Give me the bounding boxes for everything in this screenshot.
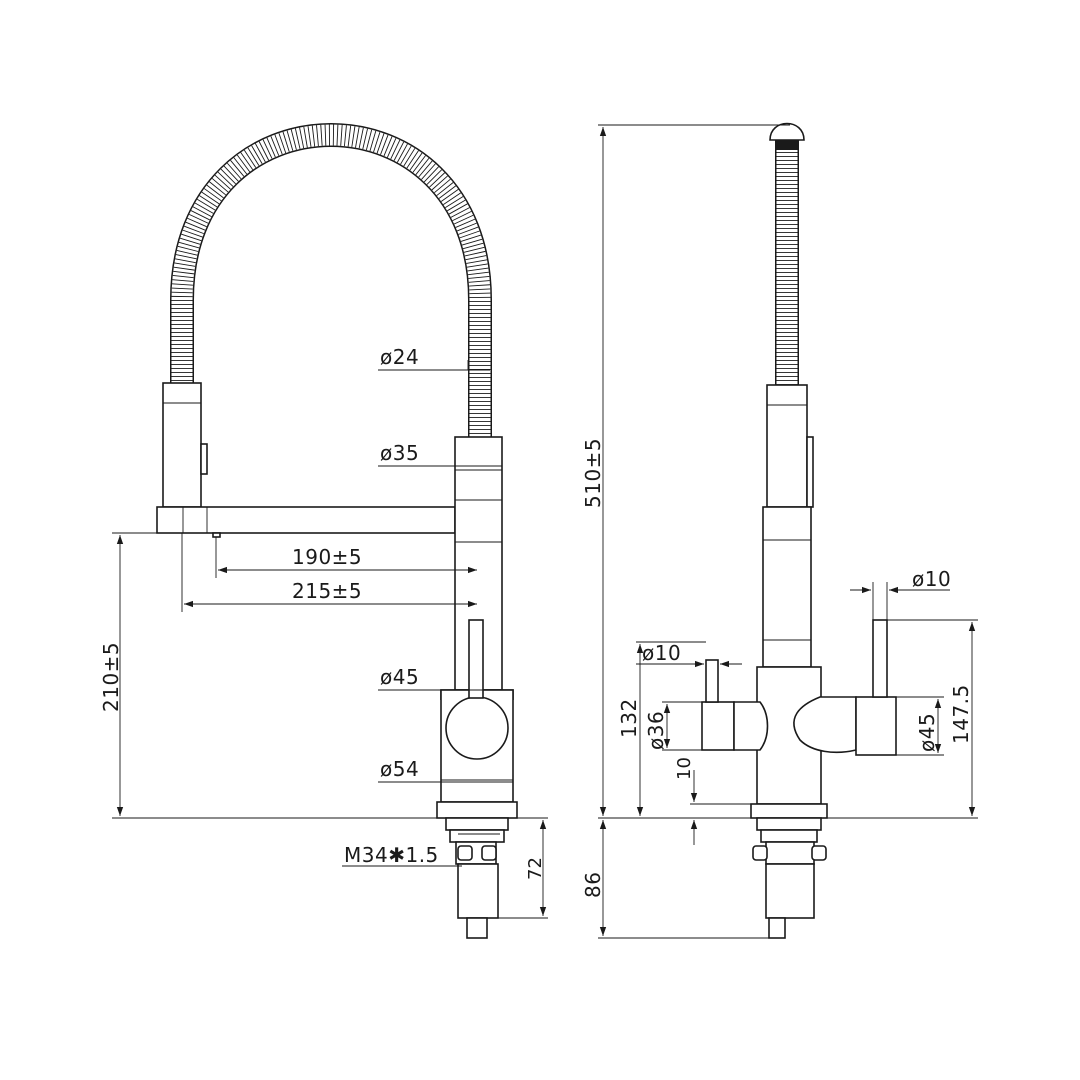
dim-hose-diameter: ø24 — [378, 345, 490, 371]
handle-diameter-right-label: ø10 — [912, 567, 951, 591]
dim-handle-diameter-left: ø10 — [636, 641, 742, 668]
valve-body-side — [701, 619, 897, 819]
dim-total-height: 510±5 — [581, 124, 790, 816]
dim-shank-side: 86 — [581, 820, 770, 939]
side-view: 510±5 ø10 ø10 132 ø36 — [581, 122, 978, 939]
valve-diameter-left-label: ø36 — [644, 711, 668, 750]
reach-outer-label: 215±5 — [292, 579, 362, 603]
thread-label: M34✱1.5 — [344, 843, 439, 867]
valve-offset-label: 10 — [674, 757, 695, 780]
shank-length-front-label: 72 — [525, 857, 546, 880]
valve-diameter-right-label: ø45 — [915, 713, 939, 752]
valve-height-label: 132 — [617, 698, 641, 738]
dim-thread: M34✱1.5 — [342, 843, 462, 867]
handle-diameter-left-label: ø10 — [642, 641, 681, 665]
dim-valve-diameter-right: ø45 — [896, 696, 944, 756]
dim-base-diameter: ø54 — [378, 757, 514, 802]
dim-valve-offset: 10 — [674, 757, 757, 845]
hose-side — [769, 122, 805, 385]
dim-valve-height: 132 — [617, 641, 706, 816]
dim-spout-height: 210±5 — [99, 532, 157, 816]
spout-height-label: 210±5 — [99, 642, 123, 712]
dim-valve-diameter-left: ø36 — [644, 701, 702, 751]
dim-spout-body-diameter: ø35 — [378, 441, 502, 467]
valve-body-front — [436, 619, 518, 819]
spout-body-side — [762, 506, 812, 668]
valve-height-right-label: 147.5 — [949, 684, 973, 744]
dim-shank-front: 72 — [498, 820, 548, 919]
lever-body-diameter-label: ø45 — [380, 665, 419, 689]
hose-diameter-label: ø24 — [380, 345, 419, 369]
spray-head-front — [162, 382, 208, 508]
total-height-label: 510±5 — [581, 438, 605, 508]
reach-inner-label: 190±5 — [292, 545, 362, 569]
shank-length-side-label: 86 — [581, 872, 605, 898]
dim-lever-body-diameter: ø45 — [378, 665, 513, 691]
front-view: ø24 ø35 190±5 215±5 210±5 ø45 — [99, 123, 548, 939]
base-diameter-label: ø54 — [380, 757, 419, 781]
dim-reach: 190±5 215±5 — [181, 533, 477, 612]
dim-valve-height-right: 147.5 — [887, 619, 978, 816]
spout-arm-front — [156, 506, 456, 538]
dim-handle-diameter-right: ø10 — [850, 567, 951, 620]
mounting-front — [445, 817, 509, 939]
mounting-side — [752, 817, 827, 939]
hose-front — [170, 123, 492, 437]
spout-body-diameter-label: ø35 — [380, 441, 419, 465]
spray-head-side — [766, 384, 814, 508]
